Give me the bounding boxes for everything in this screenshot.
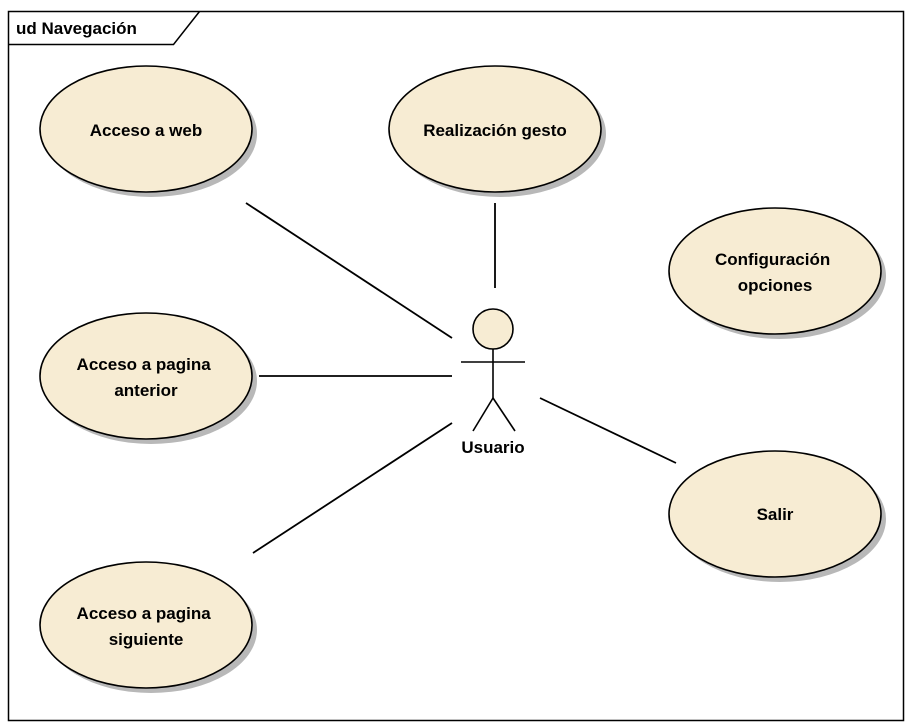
actor-label: Usuario bbox=[461, 438, 524, 457]
actor-head bbox=[472, 308, 514, 350]
association-acceso-pagina-siguiente bbox=[252, 422, 453, 554]
use-case-label: Acceso a web bbox=[90, 121, 202, 140]
use-case-label: Configuración opciones bbox=[715, 250, 835, 295]
frame-tab bbox=[8, 11, 201, 46]
use-case-label: Realización gesto bbox=[423, 121, 567, 140]
use-case-realizacion-gesto: Realización gesto bbox=[388, 65, 606, 197]
actor-usuario bbox=[461, 308, 525, 432]
use-case-label: Acceso a pagina anterior bbox=[77, 355, 216, 400]
actor-right-leg bbox=[492, 397, 516, 432]
use-case-acceso-pagina-siguiente: Acceso a pagina siguiente bbox=[39, 561, 257, 693]
associations bbox=[245, 202, 677, 554]
use-case-acceso-pagina-anterior: Acceso a pagina anterior bbox=[39, 312, 257, 444]
use-case-label: Salir bbox=[757, 505, 794, 524]
association-salir bbox=[539, 397, 677, 464]
use-case-salir: Salir bbox=[668, 450, 886, 582]
use-case-label: Acceso a pagina siguiente bbox=[77, 604, 216, 649]
use-case-acceso-web: Acceso a web bbox=[39, 65, 257, 197]
actor-left-leg bbox=[472, 397, 494, 432]
use-case-configuracion-opciones: Configuración opciones bbox=[668, 207, 886, 339]
frame-title: ud Navegación bbox=[16, 19, 137, 38]
association-acceso-web bbox=[245, 202, 453, 339]
